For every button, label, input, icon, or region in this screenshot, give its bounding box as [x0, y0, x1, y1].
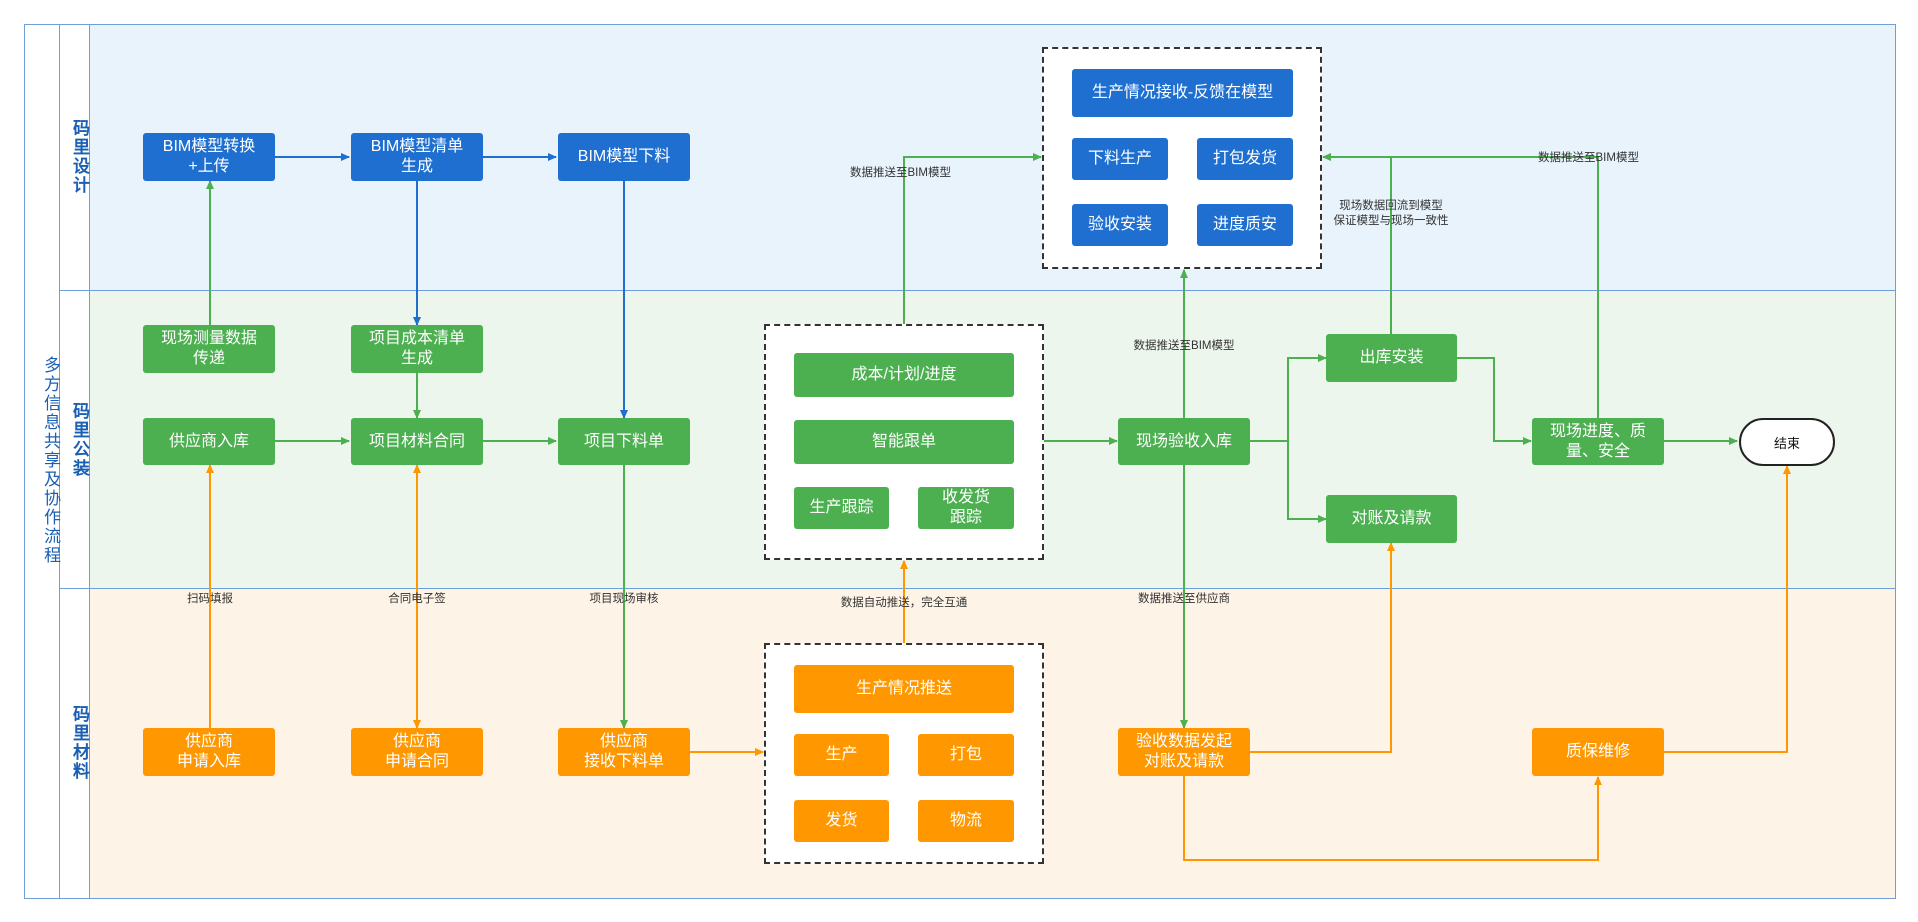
node-fb-pack: 打包发货 [1197, 138, 1293, 180]
label-contract-sign: 合同电子签 [388, 593, 446, 605]
label-backflow-2: 保证模型与现场一致性 [1333, 215, 1449, 227]
node-ship-track: 收发货 跟踪 [918, 487, 1014, 529]
label-backflow-1: 现场数据回流到模型 [1339, 200, 1443, 212]
node-warranty: 质保维修 [1532, 728, 1664, 776]
node-m-ship: 发货 [794, 800, 889, 842]
node-cost-list: 项目成本清单 生成 [351, 325, 483, 373]
node-bim-convert: BIM模型转换 +上传 [143, 133, 275, 181]
node-site-measure: 现场测量数据 传递 [143, 325, 275, 373]
edge-branch-to-reconcile [1287, 441, 1327, 523]
outer-border [24, 24, 1896, 899]
lane-title-public: 码里公装 [70, 402, 89, 478]
node-sup-apply-contract: 供应商 申请合同 [351, 728, 483, 776]
node-bim-cut: BIM模型下料 [558, 133, 690, 181]
node-material-contract: 项目材料合同 [351, 418, 483, 465]
lane-divider-1 [59, 290, 1896, 291]
lane-divider-2 [59, 588, 1896, 589]
node-cut-order: 项目下料单 [558, 418, 690, 465]
node-fb-accept: 验收安装 [1072, 204, 1168, 246]
node-supplier-stock: 供应商入库 [143, 418, 275, 465]
label-site-review: 项目现场审核 [589, 593, 659, 605]
node-end: 结束 [1739, 418, 1835, 466]
node-out-install: 出库安装 [1326, 334, 1457, 382]
edge-warranty-to-end [1664, 465, 1791, 753]
edge-acceptdata-to-warranty [1183, 776, 1602, 861]
label-push-bim-2: 数据推送至BIM模型 [1133, 340, 1235, 352]
edge-track-to-feedback [903, 153, 1042, 324]
label-push-supplier: 数据推送至供应商 [1138, 593, 1230, 605]
node-sup-apply-stock: 供应商 申请入库 [143, 728, 275, 776]
node-prod-track: 生产跟踪 [794, 487, 889, 529]
label-auto-push: 数据自动推送，完全互通 [840, 597, 968, 609]
node-feedback-title: 生产情况接收-反馈在模型 [1072, 69, 1293, 117]
lane-title-divider [89, 24, 90, 899]
lane-title-materials: 码里材料 [70, 705, 89, 781]
edge-progress-to-feedback [1391, 156, 1599, 418]
node-fb-progress: 进度质安 [1197, 204, 1293, 246]
node-m-produce: 生产 [794, 734, 889, 776]
edge-install-to-feedback [1322, 153, 1392, 334]
node-accept-data: 验收数据发起 对账及请款 [1118, 728, 1250, 776]
edge-branch-to-install [1287, 354, 1327, 441]
node-site-progress: 现场进度、质 量、安全 [1532, 418, 1664, 465]
lane-title-design: 码里设计 [70, 119, 89, 195]
label-push-bim-1: 数据推送至BIM模型 [850, 167, 951, 179]
main-title: 多方信息共享及协作流程 [41, 355, 60, 565]
node-m-logistics: 物流 [918, 800, 1014, 842]
node-sup-receive-order: 供应商 接收下料单 [558, 728, 690, 776]
node-prod-push: 生产情况推送 [794, 665, 1014, 713]
edge-acceptdata-to-reconcile [1250, 542, 1395, 753]
label-scan-fill: 扫码填报 [187, 593, 233, 605]
node-cost-plan: 成本/计划/进度 [794, 353, 1014, 397]
title-divider [59, 24, 60, 899]
node-m-pack: 打包 [918, 734, 1014, 776]
node-site-accept: 现场验收入库 [1118, 418, 1250, 465]
node-smart-track: 智能跟单 [794, 420, 1014, 464]
node-fb-cut: 下料生产 [1072, 138, 1168, 180]
label-push-bim-3: 数据推送至BIM模型 [1538, 152, 1639, 164]
edge-install-to-progress [1457, 357, 1532, 445]
node-bim-list: BIM模型清单 生成 [351, 133, 483, 181]
node-reconcile: 对账及请款 [1326, 495, 1457, 543]
